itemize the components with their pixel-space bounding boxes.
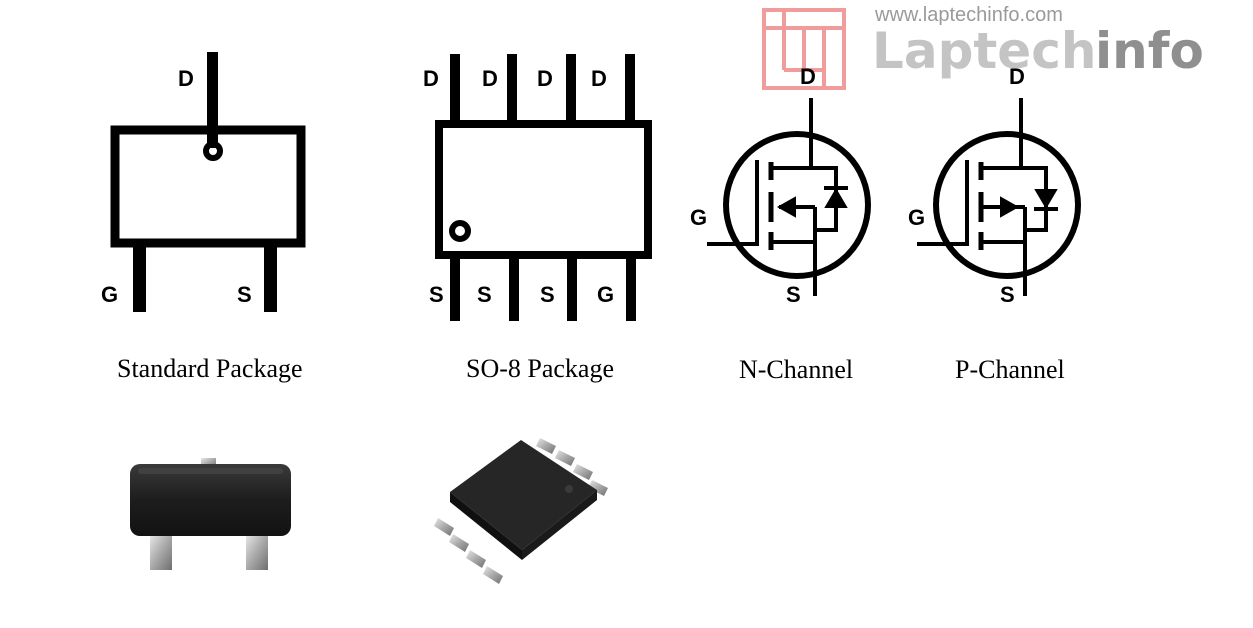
p-channel-pin-g-label: G: [908, 205, 925, 230]
n-channel-symbol: [707, 98, 871, 296]
pin1-marker-icon: [203, 141, 223, 161]
so8-bottom-pin-label: G: [597, 282, 614, 307]
so8-package-photo: [434, 438, 608, 584]
so8-bottom-pin-label: S: [540, 282, 555, 307]
so8-package-caption: SO-8 Package: [466, 354, 614, 383]
n-channel-pin-g-label: G: [690, 205, 707, 230]
standard-package-caption: Standard Package: [117, 354, 303, 383]
so8-package-diagram: D D D D S S S G SO-8 Package: [423, 54, 652, 383]
n-channel-pin-d-label: D: [800, 64, 816, 89]
so8-top-lead: [450, 54, 460, 120]
n-channel-caption: N-Channel: [739, 355, 853, 384]
standard-package-diagram: D G S Standard Package: [101, 52, 306, 383]
watermark-url: www.laptechinfo.com: [874, 4, 1063, 26]
n-channel-pin-s-label: S: [786, 282, 801, 307]
p-channel-pin-d-label: D: [1009, 64, 1025, 89]
pin1-marker-icon: [449, 220, 471, 242]
so8-top-pin-label: D: [537, 66, 553, 91]
standard-drain-lead: [207, 52, 218, 148]
so8-bottom-lead: [450, 259, 460, 321]
standard-source-lead: [264, 246, 277, 312]
so8-top-pin-label: D: [482, 66, 498, 91]
so8-bottom-lead: [626, 259, 636, 321]
so8-top-pin-label: D: [423, 66, 439, 91]
laptech-logo-icon: [762, 8, 846, 90]
sot23-package-photo: [130, 458, 291, 570]
watermark-brand-right: info: [1095, 22, 1204, 80]
so8-top-lead: [625, 54, 635, 120]
so8-bottom-pin-label: S: [477, 282, 492, 307]
so8-top-pin-label: D: [591, 66, 607, 91]
p-channel-caption: P-Channel: [955, 355, 1065, 384]
so8-package-body: [435, 120, 652, 259]
so8-top-lead: [507, 54, 517, 120]
so8-top-lead: [566, 54, 576, 120]
so8-bottom-pin-label: S: [429, 282, 444, 307]
standard-pin-s-label: S: [237, 282, 252, 307]
standard-pin-d-label: D: [178, 66, 194, 91]
so8-bottom-lead: [567, 259, 577, 321]
watermark: www.laptechinfo.com Laptech info: [762, 4, 1204, 90]
p-channel-symbol: [917, 98, 1081, 296]
p-channel-pin-s-label: S: [1000, 282, 1015, 307]
standard-gate-lead: [133, 246, 146, 312]
standard-pin-g-label: G: [101, 282, 118, 307]
watermark-brand-left: Laptech: [872, 22, 1096, 80]
so8-bottom-lead: [509, 259, 519, 321]
